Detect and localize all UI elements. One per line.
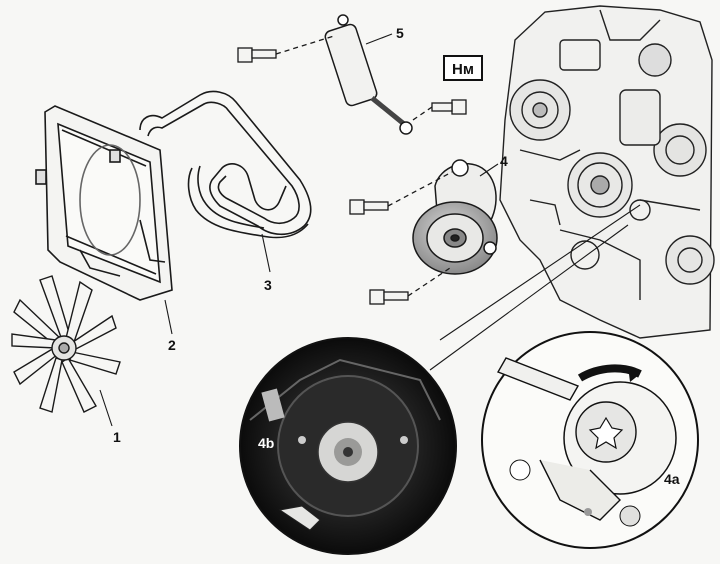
shock-absorber: [324, 14, 413, 135]
engine-block: [499, 5, 715, 339]
callout-4b: 4b: [258, 435, 274, 451]
belt-tensioner: [412, 159, 498, 275]
fan-shroud: [35, 105, 173, 301]
callout-4a: 4a: [664, 471, 680, 487]
callout-1: 1: [113, 429, 121, 445]
bolt-tensioner-lower: [369, 267, 451, 305]
bolts: [237, 35, 467, 305]
torque-badge: Нм: [443, 55, 483, 81]
callout-3: 3: [264, 277, 272, 293]
leader-lines: [99, 33, 641, 427]
callout-5: 5: [396, 25, 404, 41]
torque-badge-label: Нм: [452, 61, 474, 78]
bolt-shock-lower: [409, 99, 467, 123]
detail-4b-circle: [239, 337, 457, 555]
poly-v-belt: [139, 90, 312, 239]
fan-impeller: [11, 275, 121, 413]
callout-2: 2: [168, 337, 176, 353]
detail-4a-circle: [481, 331, 699, 549]
callout-4: 4: [500, 153, 508, 169]
bolt-top: [237, 35, 335, 63]
bolt-tensioner-upper: [349, 171, 453, 215]
